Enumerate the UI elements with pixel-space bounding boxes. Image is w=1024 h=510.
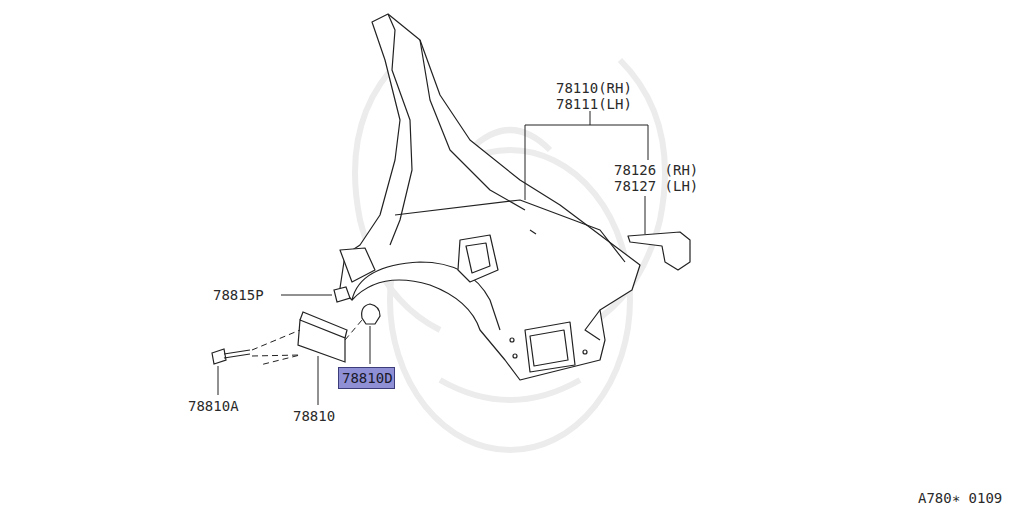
bolt-78810A: [212, 349, 226, 364]
callout-number: 78810: [293, 408, 335, 424]
assembly-lines: [252, 320, 362, 365]
clip-78815P: [334, 287, 350, 302]
callout-number: 78127 (LH): [614, 178, 698, 194]
callout-number: 78810A: [188, 398, 239, 414]
quarter-panel: [340, 14, 690, 380]
callout-number: 78110(RH): [556, 80, 632, 96]
callout-number: 78111(LH): [556, 96, 632, 112]
callout-number: 78815P: [213, 287, 264, 303]
callout-number: 78810D: [342, 370, 391, 386]
leader-lines: [218, 111, 648, 405]
callout-number: 78126 (RH): [614, 162, 698, 178]
grommet-78810D: [362, 304, 380, 324]
figure-code: A780∗ 0109: [918, 490, 1002, 506]
highlight-box: 78810D: [338, 367, 395, 389]
small-parts: [212, 287, 380, 364]
